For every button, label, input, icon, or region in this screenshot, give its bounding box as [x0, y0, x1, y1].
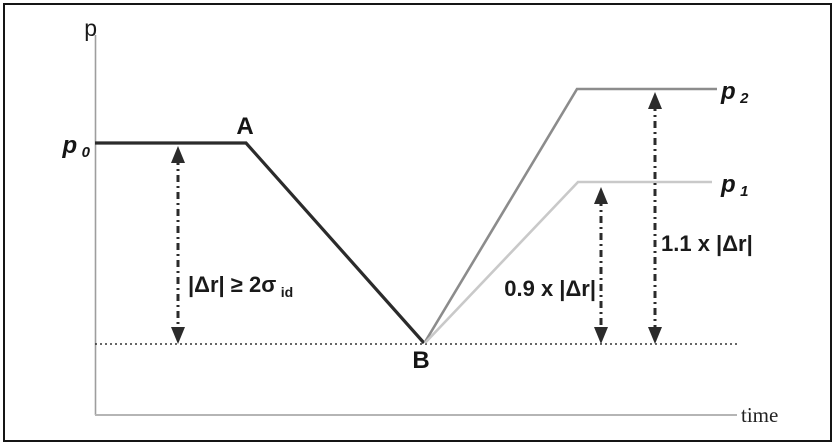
- rebound-low-annotation: 0.9 x |Δr|: [504, 276, 596, 301]
- drop-arrow-up-head-icon: [171, 146, 185, 163]
- drop-arrow-down-head-icon: [171, 327, 185, 344]
- rebound-high-up-head-icon: [648, 92, 662, 109]
- price-path-p0-a-b: [95, 141, 426, 345]
- drop-arrow: [171, 146, 185, 344]
- rebound-low-down-head-icon: [594, 327, 608, 344]
- p0-label: p 0: [62, 132, 91, 161]
- drop-annotation: |Δr| ≥ 2σ id: [188, 272, 293, 300]
- p2-label: p 2: [720, 78, 749, 107]
- rebound-low-arrow: [594, 187, 608, 344]
- rebound-high-annotation: 1.1 x |Δr|: [661, 231, 753, 256]
- point-a-label: A: [236, 113, 253, 140]
- y-axis-label: p: [84, 15, 97, 41]
- point-b-label: B: [412, 347, 429, 374]
- rebound-high-arrow: [648, 92, 662, 344]
- rebound-path-p2: [423, 87, 717, 343]
- rebound-path-p1: [424, 180, 712, 344]
- p1-label: p 1: [720, 171, 748, 200]
- rebound-high-down-head-icon: [648, 327, 662, 344]
- time-axis-label: time: [741, 403, 778, 427]
- rebound-low-up-head-icon: [594, 187, 608, 204]
